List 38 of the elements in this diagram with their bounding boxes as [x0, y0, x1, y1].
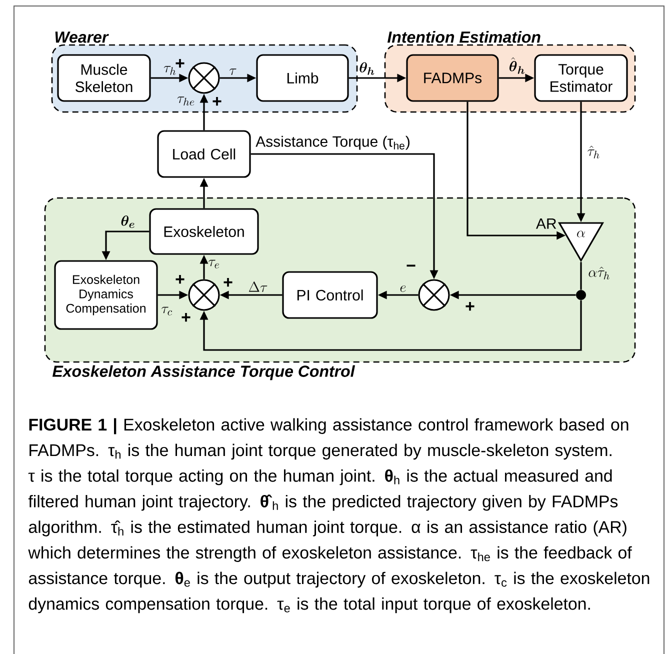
- summing-junction: [188, 279, 220, 311]
- process-box: FADMPs: [406, 54, 499, 102]
- group-title: Intention Estimation: [387, 31, 540, 43]
- edge-label: Assistance Torque (τ$_{he}$): [256, 136, 410, 150]
- edge-label: $\tau_{he}$: [177, 96, 194, 106]
- edge-label: $\hat{\boldsymbol{\theta}}_{\boldsymbol{h}}$: [509, 57, 524, 74]
- process-box: Exoskeleton Dynamics Compensation: [54, 260, 158, 330]
- summing-junction: [418, 279, 450, 311]
- caption: FIGURE 1 | Exoskeleton active walking assistance control framework based on FADMPs. τ$_{h}$ is the human joint torque generated by muscle-skeleton system. τ is the total torque acting on the human joint. θ$_{h}$ is the actual measured and filtered human joint trajectory. θ̂$_{h}$ is the predicted trajectory given by FADMPs algorithm. τ̂$_{h}$ is the estimated human joint torque. α is an assistance ratio (AR) which determines the strength of exoskeleton assistance. τ$_{he}$ is the feedback of assistance torque. θ$_{e}$ is the output trajectory of exoskeleton. τ$_{c}$ is the exoskeleton dynamics compensation torque. τ$_{e}$ is the total input torque of exoskeleton.: [28, 418, 650, 614]
- sign-label: +: [182, 313, 190, 322]
- process-box: PI Control: [282, 271, 378, 319]
- edge-label: $\tau_e$: [208, 260, 220, 268]
- edge-label: AR: [536, 218, 556, 229]
- junction-dot: [576, 290, 586, 300]
- sign-label: +: [466, 302, 474, 311]
- sign-label: −: [406, 264, 416, 267]
- edge-label: $\boldsymbol{\theta_e}$: [121, 216, 134, 228]
- edge-label: $\tau$: [230, 68, 236, 75]
- sign-label: +: [212, 97, 222, 106]
- edge-label: $\tau_h$: [164, 66, 176, 75]
- edge-label: $\hat{\tau}_h$: [588, 146, 600, 158]
- process-box: Limb: [256, 54, 349, 102]
- sign-label: +: [224, 278, 232, 287]
- summing-junction: [188, 62, 220, 94]
- process-box: Muscle Skeleton: [57, 54, 151, 102]
- group-title: Exoskeleton Assistance Torque Control: [52, 365, 356, 380]
- process-box: Load Cell: [157, 130, 251, 178]
- arrow: [200, 300, 582, 351]
- edge-label: $e$: [400, 285, 406, 292]
- sign-label: +: [176, 275, 184, 284]
- edge-label: $\alpha\hat{\tau}_h$: [588, 266, 610, 280]
- edge-label: $\boldsymbol{\theta_h}$: [360, 62, 374, 75]
- sign-label: +: [176, 59, 184, 68]
- process-box: Exoskeleton: [149, 208, 259, 255]
- group-title: Wearer: [55, 32, 109, 43]
- process-box: Torque Estimator: [534, 54, 628, 102]
- edge-label: $\tau_c$: [162, 306, 172, 316]
- edge-label: $\Delta\tau$: [248, 282, 268, 292]
